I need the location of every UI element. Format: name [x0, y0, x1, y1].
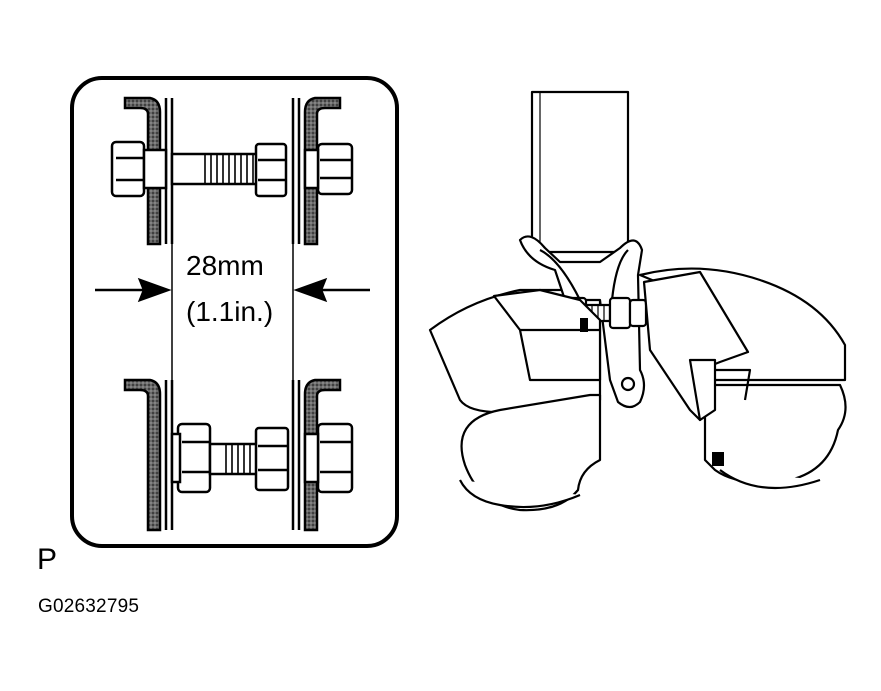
figure-code: G02632795 — [38, 596, 140, 617]
hand-right-lower — [719, 469, 821, 490]
detail-inset — [70, 76, 399, 548]
right-arrowhead — [293, 277, 328, 303]
vise-soft-jaw-right — [638, 267, 847, 382]
shock-absorber-illustration — [428, 90, 847, 512]
hand-left — [460, 393, 602, 512]
bracket-hole — [620, 376, 636, 392]
top-bolt-assembly — [110, 96, 354, 246]
vise-jaw-left — [492, 288, 602, 382]
panel-letter: P — [37, 543, 58, 576]
top-nut — [254, 142, 354, 198]
top-bolt-head — [110, 140, 168, 198]
bottom-bolt-shaft — [208, 442, 260, 476]
bottom-nut — [254, 422, 354, 494]
bottom-bolt-head — [170, 422, 212, 494]
dimension-guides — [171, 244, 294, 380]
bottom-left-flange — [123, 378, 162, 532]
dimension-imperial: (1.1in.) — [186, 296, 274, 327]
bottom-right-flange — [303, 378, 342, 532]
left-arrowhead — [137, 277, 172, 303]
dimension-arrows — [95, 277, 370, 303]
top-right-flange — [303, 96, 342, 246]
vise-jaw-right-edge — [688, 358, 717, 422]
hand-left-lower — [459, 479, 581, 509]
bottom-bolt-assembly — [123, 378, 354, 532]
top-left-flange — [123, 96, 162, 246]
dimension-value: 28mm — [186, 250, 264, 281]
mounting-bracket — [518, 235, 646, 409]
hand-right — [703, 383, 847, 484]
top-bolt-shaft — [170, 152, 260, 186]
shock-tube — [530, 90, 630, 254]
